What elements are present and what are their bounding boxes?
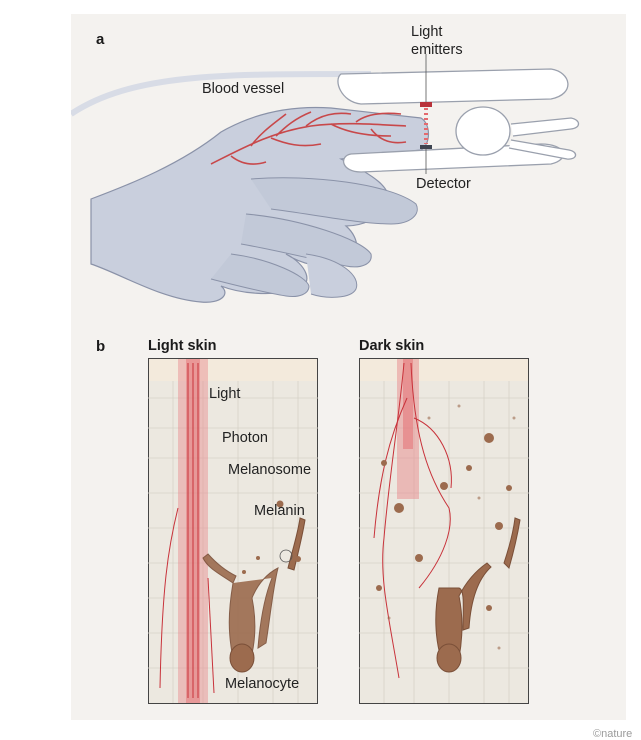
light-skin-illustration bbox=[148, 358, 318, 704]
detector-label: Detector bbox=[416, 176, 471, 192]
light-emitters-label: Light emitters bbox=[411, 23, 463, 59]
melanosome-label: Melanosome bbox=[228, 462, 311, 478]
melanin-label: Melanin bbox=[254, 503, 305, 519]
detector-bar bbox=[420, 145, 432, 149]
hand-illustration bbox=[71, 14, 626, 314]
photon-label: Photon bbox=[222, 430, 268, 446]
light-label: Light bbox=[209, 386, 240, 402]
panel-b-letter: b bbox=[96, 338, 105, 355]
dark-skin-title: Dark skin bbox=[359, 338, 424, 354]
credit: ©nature bbox=[593, 728, 632, 740]
blood-vessel-label: Blood vessel bbox=[202, 81, 284, 97]
light-emitter-bar bbox=[420, 102, 432, 107]
dark-skin-illustration bbox=[359, 358, 529, 704]
melanocyte-label: Melanocyte bbox=[225, 676, 299, 692]
light-skin-title: Light skin bbox=[148, 338, 216, 354]
figure: a bbox=[71, 14, 638, 734]
